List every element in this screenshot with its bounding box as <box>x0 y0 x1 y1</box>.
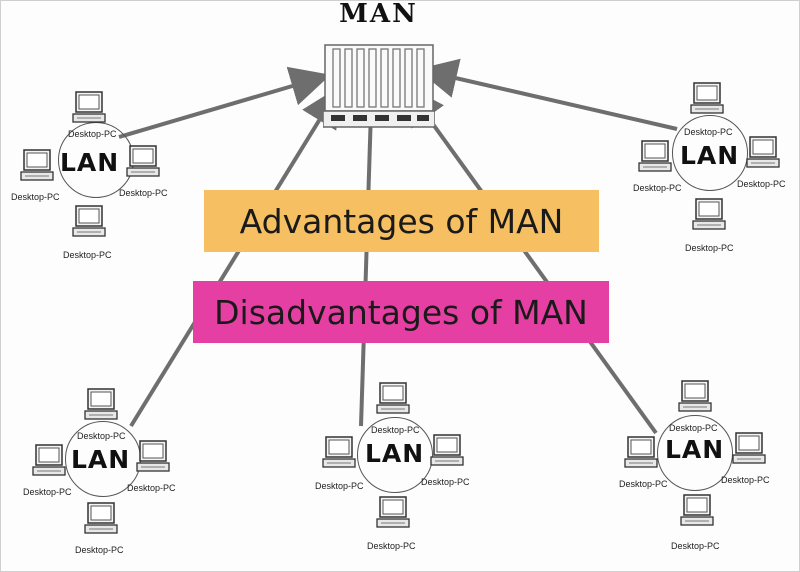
disadvantages-banner: Disadvantages of MAN <box>193 281 609 343</box>
desktop-pc-label: Desktop-PC <box>127 483 176 493</box>
desktop-pc-label: Desktop-PC <box>671 541 720 551</box>
desktop-pc-label: Desktop-PC <box>684 127 733 137</box>
man-switch-icon <box>323 44 435 128</box>
desktop-pc-label: Desktop-PC <box>68 129 117 139</box>
desktop-pc-label: Desktop-PC <box>685 243 734 253</box>
lan-label: LAN <box>365 439 425 468</box>
lan-ring <box>672 115 748 191</box>
desktop-pc-label: Desktop-PC <box>721 475 770 485</box>
lan-cluster-top-right: LAN Desktop-PC Desktop-PC Desktop-PC Des… <box>627 79 797 259</box>
desktop-pc-icon <box>32 444 66 476</box>
desktop-pc-icon <box>678 380 712 412</box>
desktop-pc-icon <box>84 388 118 420</box>
link-bottom-center <box>350 71 391 427</box>
disadvantages-label: Disadvantages of MAN <box>214 292 588 332</box>
desktop-pc-icon <box>624 436 658 468</box>
desktop-pc-label: Desktop-PC <box>315 481 364 491</box>
desktop-pc-icon <box>376 496 410 528</box>
desktop-pc-icon <box>680 494 714 526</box>
lan-label: LAN <box>71 445 131 474</box>
advantages-label: Advantages of MAN <box>239 201 564 241</box>
desktop-pc-icon <box>430 434 464 466</box>
desktop-pc-icon <box>692 198 726 230</box>
lan-label: LAN <box>680 141 740 170</box>
desktop-pc-label: Desktop-PC <box>367 541 416 551</box>
desktop-pc-label: Desktop-PC <box>633 183 682 193</box>
diagram-title: MAN <box>339 0 418 29</box>
desktop-pc-label: Desktop-PC <box>737 179 786 189</box>
desktop-pc-icon <box>746 136 780 168</box>
desktop-pc-label: Desktop-PC <box>669 423 718 433</box>
desktop-pc-icon <box>322 436 356 468</box>
desktop-pc-icon <box>732 432 766 464</box>
desktop-pc-icon <box>126 145 160 177</box>
desktop-pc-icon <box>20 149 54 181</box>
desktop-pc-icon <box>136 440 170 472</box>
desktop-pc-icon <box>638 140 672 172</box>
desktop-pc-label: Desktop-PC <box>119 188 168 198</box>
lan-ring <box>357 417 433 493</box>
lan-label: LAN <box>60 148 120 177</box>
lan-cluster-top-left: LAN Desktop-PC Desktop-PC Desktop-PC Des… <box>11 86 183 266</box>
desktop-pc-label: Desktop-PC <box>371 425 420 435</box>
desktop-pc-label: Desktop-PC <box>11 192 60 202</box>
desktop-pc-label: Desktop-PC <box>75 545 124 555</box>
lan-cluster-bottom-left: LAN Desktop-PC Desktop-PC Desktop-PC Des… <box>23 383 193 563</box>
desktop-pc-label: Desktop-PC <box>421 477 470 487</box>
lan-cluster-bottom-center: LAN Desktop-PC Desktop-PC Desktop-PC Des… <box>313 379 483 559</box>
desktop-pc-label: Desktop-PC <box>63 250 112 260</box>
lan-ring <box>657 415 733 491</box>
desktop-pc-icon <box>72 205 106 237</box>
advantages-banner: Advantages of MAN <box>204 190 599 252</box>
desktop-pc-icon <box>72 91 106 123</box>
desktop-pc-label: Desktop-PC <box>619 479 668 489</box>
desktop-pc-label: Desktop-PC <box>77 431 126 441</box>
desktop-pc-label: Desktop-PC <box>23 487 72 497</box>
desktop-pc-icon <box>376 382 410 414</box>
link-bottom-right <box>404 84 658 435</box>
link-top-left <box>118 66 331 139</box>
desktop-pc-icon <box>690 82 724 114</box>
lan-cluster-bottom-right: LAN Desktop-PC Desktop-PC Desktop-PC Des… <box>613 377 783 557</box>
link-bottom-left <box>129 86 341 428</box>
link-top-right <box>417 58 678 131</box>
lan-label: LAN <box>665 435 725 464</box>
desktop-pc-icon <box>84 502 118 534</box>
